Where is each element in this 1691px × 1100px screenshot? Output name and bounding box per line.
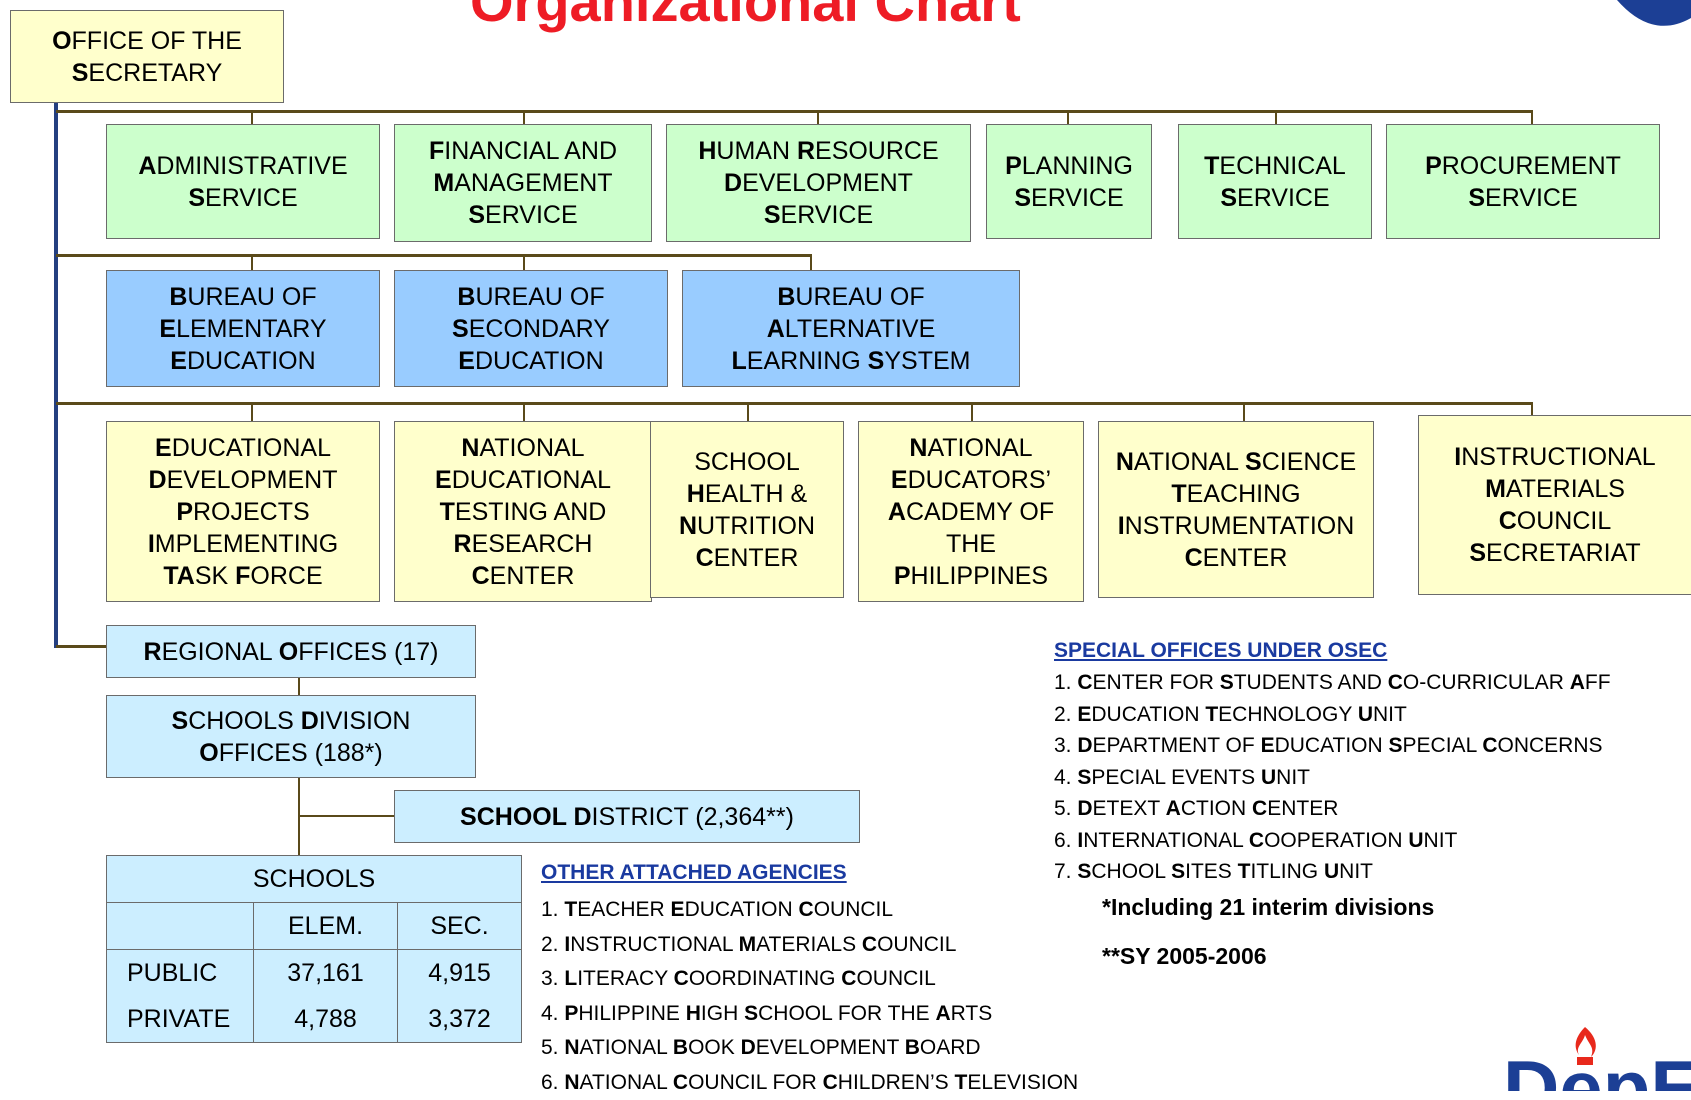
row-label-public: PUBLIC bbox=[107, 950, 254, 997]
deped-logo: DepEd bbox=[1495, 1025, 1691, 1091]
list-item: 5. NATIONAL BOOK DEVELOPMENT BOARD bbox=[541, 1031, 1078, 1066]
deped-logo-text: DepEd bbox=[1503, 1049, 1691, 1091]
regional-offices-box: REGIONAL OFFICES (17) bbox=[106, 625, 476, 678]
chart-title: Organizational Chart bbox=[470, 0, 1021, 32]
list-item: 6. INTERNATIONAL COOPERATION UNIT bbox=[1054, 825, 1691, 857]
list-item: 5. DETEXT ACTION CENTER bbox=[1054, 793, 1691, 825]
footnote-interim-divisions: *Including 21 interim divisions bbox=[1102, 894, 1434, 921]
other-attached-agencies-heading: OTHER ATTACHED AGENCIES bbox=[541, 858, 1078, 887]
list-item: 2. EDUCATION TECHNOLOGY UNIT bbox=[1054, 699, 1691, 731]
empty-header-cell bbox=[107, 903, 254, 950]
elem-column-header: ELEM. bbox=[254, 903, 398, 950]
schools-table: SCHOOLS ELEM. SEC. PUBLIC 37,161 4,915 P… bbox=[106, 855, 522, 1043]
public-elem-value: 37,161 bbox=[254, 950, 398, 997]
list-item: 2. INSTRUCTIONAL MATERIALS COUNCIL bbox=[541, 928, 1078, 963]
table-row: SCHOOLS bbox=[107, 856, 522, 903]
private-elem-value: 4,788 bbox=[254, 996, 398, 1043]
list-item: 7. SCHOOL SITES TITLING UNIT bbox=[1054, 856, 1691, 888]
public-sec-value: 4,915 bbox=[398, 950, 522, 997]
table-row: PUBLIC 37,161 4,915 bbox=[107, 950, 522, 997]
list-item: 4. PHILIPPINE HIGH SCHOOL FOR THE ARTS bbox=[541, 997, 1078, 1032]
special-offices-list: SPECIAL OFFICES UNDER OSEC 1. CENTER FOR… bbox=[1054, 636, 1691, 888]
list-item: 1. TEACHER EDUCATION COUNCIL bbox=[541, 893, 1078, 928]
private-sec-value: 3,372 bbox=[398, 996, 522, 1043]
schools-header: SCHOOLS bbox=[107, 856, 522, 903]
footnote-school-year: **SY 2005-2006 bbox=[1102, 943, 1267, 970]
list-item: 1. CENTER FOR STUDENTS AND CO-CURRICULAR… bbox=[1054, 667, 1691, 699]
list-item: 3. LITERACY COORDINATING COUNCIL bbox=[541, 962, 1078, 997]
row-label-private: PRIVATE bbox=[107, 996, 254, 1043]
special-offices-heading: SPECIAL OFFICES UNDER OSEC bbox=[1054, 636, 1691, 665]
list-item: 6. NATIONAL COUNCIL FOR CHILDREN’S TELEV… bbox=[541, 1066, 1078, 1100]
other-attached-agencies-list: OTHER ATTACHED AGENCIES 1. TEACHER EDUCA… bbox=[541, 858, 1078, 1100]
seal-logo-icon bbox=[1612, 0, 1691, 30]
list-item: 3. DEPARTMENT OF EDUCATION SPECIAL CONCE… bbox=[1054, 730, 1691, 762]
regional-offices-label: REGIONAL OFFICES (17) bbox=[144, 636, 439, 668]
sec-column-header: SEC. bbox=[398, 903, 522, 950]
school-district-box: SCHOOL DISTRICT (2,364**) bbox=[394, 790, 860, 843]
table-row: ELEM. SEC. bbox=[107, 903, 522, 950]
table-row: PRIVATE 4,788 3,372 bbox=[107, 996, 522, 1043]
list-item: 4. SPECIAL EVENTS UNIT bbox=[1054, 762, 1691, 794]
school-district-label: SCHOOL DISTRICT (2,364**) bbox=[460, 801, 794, 833]
